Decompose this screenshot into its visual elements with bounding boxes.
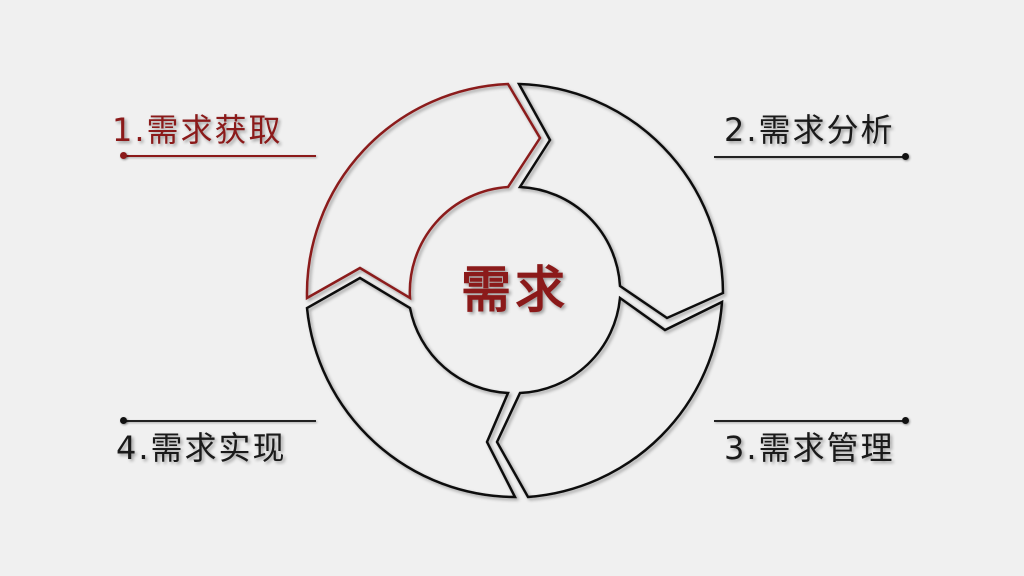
segment-2-arrow[interactable] — [516, 82, 725, 320]
step-2-dot — [902, 153, 909, 160]
step-2-label: 2.需求分析 — [724, 111, 895, 149]
step-2-rule — [714, 156, 906, 158]
step-4-dot — [120, 417, 127, 424]
step-3-rule — [714, 420, 906, 422]
step-3-dot — [902, 417, 909, 424]
segment-1-arrow[interactable] — [305, 82, 542, 301]
step-4-rule — [124, 420, 316, 422]
segment-3-arrow[interactable] — [495, 295, 724, 499]
step-1-rule — [124, 155, 316, 157]
segment-4-arrow[interactable] — [305, 276, 518, 499]
step-1-dot — [120, 152, 127, 159]
step-1-label: 1.需求获取 — [112, 111, 283, 149]
step-4-label: 4.需求实现 — [116, 429, 287, 467]
center-label: 需求 — [461, 261, 569, 319]
step-3-label: 3.需求管理 — [724, 429, 895, 467]
